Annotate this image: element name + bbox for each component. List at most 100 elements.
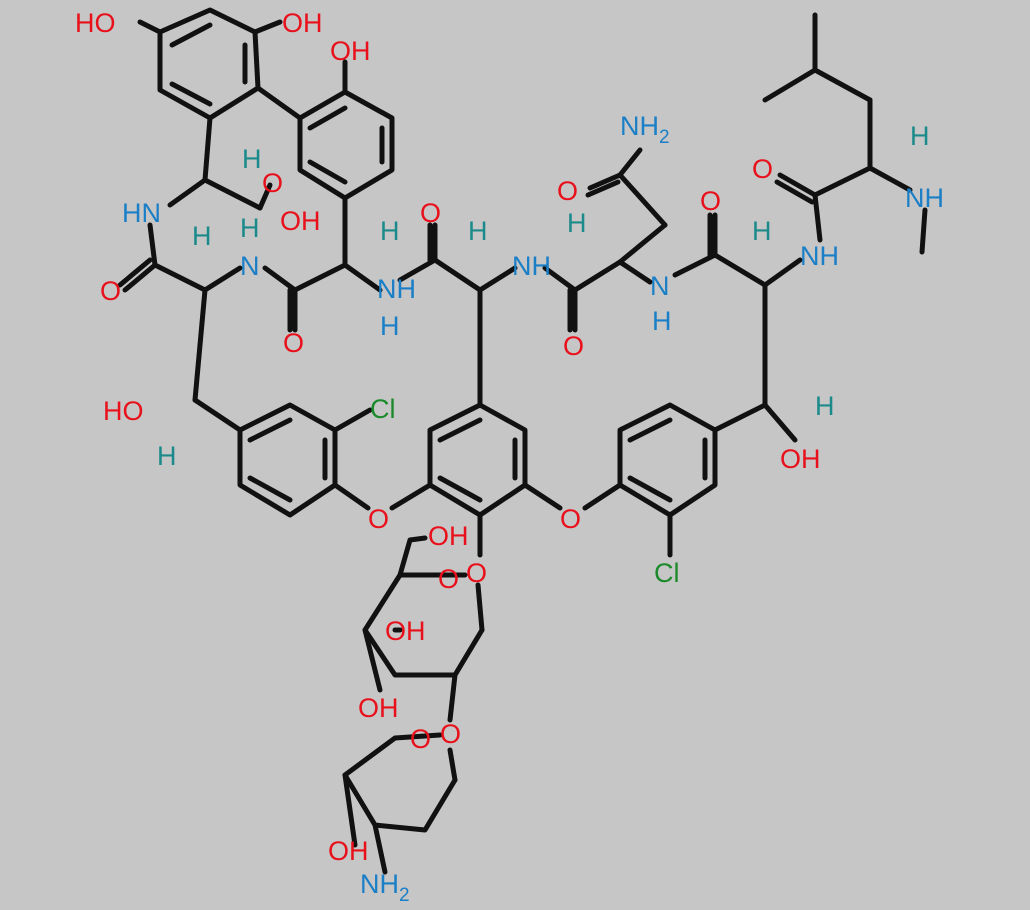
label-oh-sugar3: OH (328, 836, 369, 866)
bond-c6-ca7 (812, 165, 873, 198)
label-h-e: H (468, 216, 488, 246)
label-o-carbonyl6: O (752, 154, 773, 184)
label-o-ether-right: O (560, 504, 581, 534)
bond-c3-o (427, 222, 438, 263)
bond-c-o1 (117, 257, 158, 293)
bond-c2-o (287, 287, 298, 333)
bond-n1-c (147, 222, 158, 268)
bond-ca5-n (617, 259, 653, 285)
label-nh2-amide: NH2 (620, 111, 670, 148)
label-ho-benzyl-left: HO (103, 396, 144, 426)
bonds (117, 7, 928, 875)
label-o-glyco: O (466, 558, 487, 588)
label-ho-top-left: HO (75, 8, 116, 38)
bond-oglyco-c1 (475, 582, 485, 633)
bond-sugar2-link (447, 747, 458, 783)
atom-labels: HO OH OH H O HN OH H H N H NH H O O O H … (75, 8, 944, 906)
bond-ca6-nh (762, 257, 803, 288)
label-o-amide-side: O (557, 176, 578, 206)
bond-nh-c3 (397, 257, 438, 283)
label-nh2-sugar: NH2 (360, 869, 410, 906)
ring-right-lower (617, 402, 718, 518)
bond-oh-right (252, 19, 283, 35)
label-o-carbonyl2: O (283, 328, 304, 358)
label-oh-sugar2: OH (358, 693, 399, 723)
bond-sugar1-ch2 (397, 535, 428, 578)
bond-c3-ca4 (432, 257, 483, 293)
bond-cooh-o (257, 182, 273, 211)
bond-n-c5 (672, 252, 718, 278)
ring-phenol-inner (307, 105, 385, 185)
label-h-f: H (567, 208, 587, 238)
bond-center-o-right (522, 482, 563, 511)
bond-nh-c4 (542, 265, 578, 293)
nh2-amide-main: NH (620, 111, 659, 141)
label-oh-sugar1: OH (385, 616, 426, 646)
bond-ca7-nh (867, 165, 913, 193)
label-o-acid: O (262, 168, 283, 198)
bond-n-c2 (262, 265, 298, 293)
bond-c-o-side (585, 172, 623, 198)
bond-ch2-c (617, 172, 668, 228)
ring-top-left-inner (169, 22, 248, 107)
label-h-nh4: H (652, 306, 672, 336)
bond-ca5-ch2 (617, 222, 668, 265)
label-o-ether-left: O (368, 504, 389, 534)
label-o-carbonyl4: O (563, 331, 584, 361)
bond-ca4-nh (477, 265, 518, 293)
bond-ho-left (137, 19, 163, 35)
label-n-4: N (650, 271, 670, 301)
bond-c6-o (774, 172, 818, 205)
label-h-benzyl-left: H (157, 441, 177, 471)
bond-nh-me (919, 207, 928, 255)
label-h-a: H (242, 144, 262, 174)
bond-ca2-cb (192, 287, 208, 403)
bond-ring-o-left (332, 482, 371, 511)
nh2-sugar-main: NH (360, 869, 399, 899)
label-cl-left: Cl (370, 394, 396, 424)
bond-cb-oh-right (762, 402, 798, 443)
bond-o-centerring (389, 482, 433, 511)
label-nh-methyl: NH (905, 183, 944, 213)
bond-cb-ring (192, 397, 243, 433)
ring-left-lower-inner (247, 417, 328, 503)
label-nh-3: NH (512, 251, 551, 281)
ring-right-lower-inner (627, 417, 708, 503)
bond-o-rightring (582, 482, 623, 511)
label-o-ring-sugar2: O (410, 724, 431, 754)
ring-center-inner (437, 417, 518, 503)
label-h-b: H (240, 213, 260, 243)
bond-biaryl (255, 85, 303, 121)
label-o-ring-sugar1: O (438, 564, 459, 594)
bond-ca-cooh (202, 177, 263, 211)
bond-sugar2-nh2 (372, 822, 388, 875)
bond-nh-c6 (812, 192, 823, 243)
label-oh-top-right: OH (282, 8, 323, 38)
label-oh-phenol: OH (330, 36, 371, 66)
bond-c5-ca6 (712, 252, 768, 288)
bond-sugar1-olink (447, 672, 458, 723)
label-o-carbonyl5: O (700, 186, 721, 216)
bond-c4-o (567, 287, 578, 333)
bond-c4-ca5 (572, 259, 623, 293)
bond-ch2-ch (812, 67, 873, 103)
label-h-c: H (192, 221, 212, 251)
label-oh-acid: OH (280, 206, 321, 236)
bond-ch-me2 (762, 67, 818, 103)
label-o-link: O (440, 719, 461, 749)
bond-c-ca2 (152, 262, 208, 293)
bond-c5-o (707, 212, 718, 258)
bond-ca2-n (202, 265, 243, 293)
label-cl-right: Cl (654, 558, 680, 588)
label-h-d: H (380, 216, 400, 246)
label-o-carbonyl1: O (100, 276, 121, 306)
bond-cl-left (332, 407, 373, 433)
bond-ring-cb-right (712, 402, 768, 433)
bond-ca-n1 (167, 177, 208, 208)
nh2-sugar-sub: 2 (399, 885, 410, 906)
label-n-amide1: N (240, 251, 260, 281)
bond-sugar2-oh (342, 772, 358, 848)
bond-c2-ca3 (292, 262, 348, 293)
label-h-g: H (752, 216, 772, 246)
bond-ring1-ca (202, 115, 213, 183)
